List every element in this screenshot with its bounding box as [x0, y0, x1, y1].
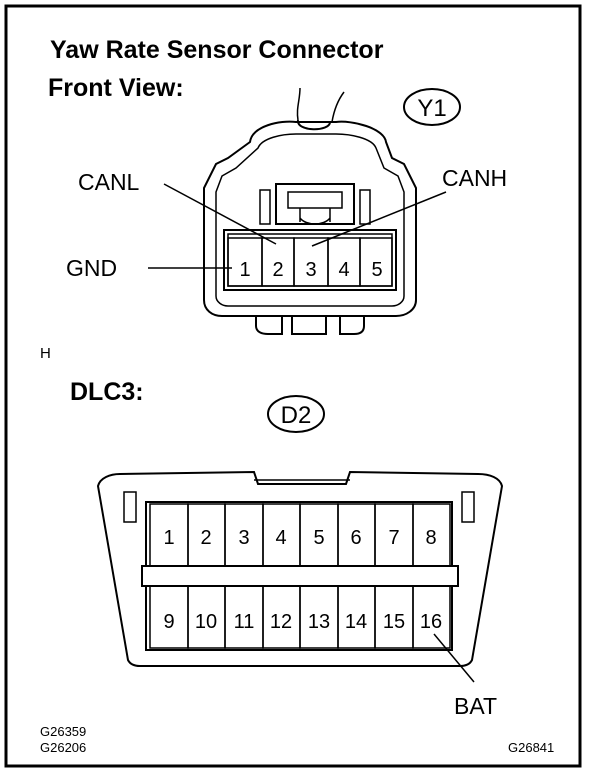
canh-label: CANH	[442, 165, 507, 191]
y1-pin-row: 1 2 3 4 5	[227, 237, 393, 287]
dlc3-pin-number: 4	[275, 527, 286, 549]
d2-tag-text: D2	[281, 402, 312, 429]
canl-leader-line	[163, 183, 277, 245]
dlc3-pin-number: 13	[308, 611, 330, 633]
latch-window	[287, 191, 343, 209]
latch-tab	[299, 208, 331, 225]
dlc3-pin-number: 7	[388, 527, 399, 549]
figure-code-2: G26206	[40, 740, 86, 755]
y1-pin-cell	[359, 237, 393, 287]
y1-tag-text: Y1	[417, 95, 446, 122]
marker-h: H	[40, 345, 51, 362]
dlc3-pin-number: 12	[270, 611, 292, 633]
y1-pin-number: 3	[305, 259, 316, 281]
dlc3-pin-number: 5	[313, 527, 324, 549]
y1-pin-number: 5	[371, 259, 382, 281]
gnd-label: GND	[66, 255, 117, 281]
dlc3-connector	[96, 470, 504, 667]
dlc3-pin-number: 1	[163, 527, 174, 549]
latch-right-rib	[359, 189, 371, 225]
yaw-rate-connector	[203, 87, 417, 335]
dlc3-pin-number: 9	[163, 611, 174, 633]
bottom-key-3	[339, 316, 365, 335]
bottom-key-1	[255, 316, 283, 335]
latch-left-rib	[259, 189, 271, 225]
dlc3-pin-cell	[412, 503, 451, 567]
bat-label: BAT	[454, 693, 497, 719]
dlc3-shell	[96, 470, 504, 667]
canh-leader-line	[311, 191, 447, 247]
title-line1: Yaw Rate Sensor Connector	[50, 36, 384, 64]
connector-y1-tag: Y1	[403, 88, 461, 126]
outer-border	[4, 4, 582, 768]
dlc3-tag: D2	[267, 395, 325, 433]
dlc3-title: DLC3:	[70, 378, 144, 406]
y1-pin-number: 4	[338, 259, 349, 281]
figure-code-3: G26841	[508, 740, 554, 755]
title-line2: Front View:	[48, 74, 184, 102]
dlc3-pin-number: 11	[234, 611, 255, 633]
dlc3-pin-number: 16	[420, 611, 442, 633]
bat-leader-line	[433, 633, 475, 683]
dlc3-top-pin-row: 1 2 3 4 5 6 7 8	[149, 503, 451, 567]
dlc3-pin-number: 8	[425, 527, 436, 549]
dlc3-left-slot	[123, 491, 137, 523]
dlc3-center-bar	[141, 565, 459, 587]
y1-pin-number: 2	[272, 259, 283, 281]
bottom-key-2	[291, 316, 327, 335]
dlc3-pin-number: 6	[350, 527, 361, 549]
pin-housing	[223, 229, 397, 291]
figure-code-1: G26359	[40, 724, 86, 739]
dlc3-bottom-pin-row: 9 10 11 12 13 14 15 16	[149, 585, 451, 649]
connector-inner-outline	[215, 133, 405, 307]
dlc3-pin-cell	[412, 585, 451, 649]
wire-lines	[296, 87, 345, 123]
dlc3-pin-number: 15	[383, 611, 405, 633]
dlc3-pin-number: 14	[345, 611, 367, 633]
connector-boot	[203, 120, 417, 317]
dlc3-right-slot	[461, 491, 475, 523]
y1-pin-number: 1	[239, 259, 250, 281]
dlc3-pin-number: 10	[195, 611, 217, 633]
dlc3-pin-number: 3	[238, 527, 249, 549]
dlc3-pin-number: 2	[200, 527, 211, 549]
canl-label: CANL	[78, 169, 140, 195]
